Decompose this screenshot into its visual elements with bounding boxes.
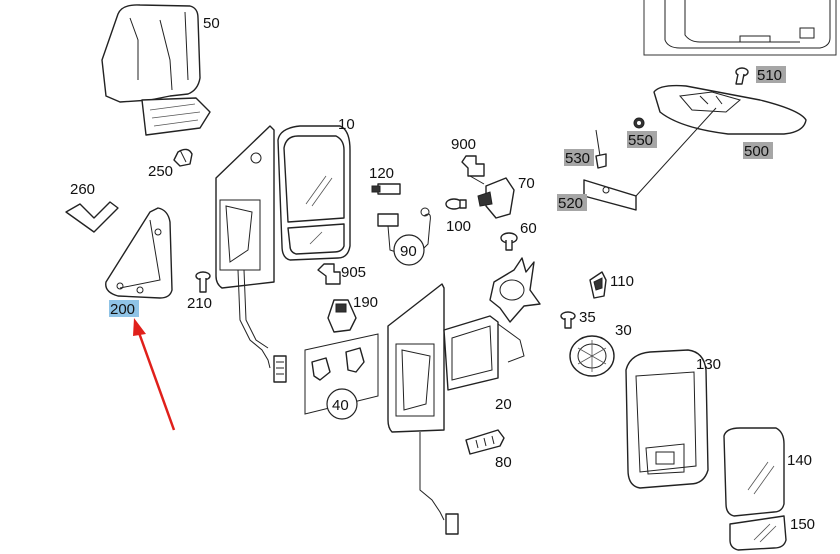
label-20[interactable]: 20 [495,396,512,413]
part-900-connector[interactable] [461,155,485,185]
part-140-mirror-glass[interactable] [723,427,785,517]
part-100-bulb[interactable] [445,198,467,210]
part-40-switch-group[interactable] [304,333,379,420]
part-50-mirror-cap[interactable] [101,4,211,136]
vehicle-thumbnail[interactable] [643,0,837,56]
part-190-actuator[interactable] [327,299,357,333]
label-70[interactable]: 70 [518,175,535,192]
label-150[interactable]: 150 [790,516,815,533]
label-60[interactable]: 60 [520,220,537,237]
part-510-screw[interactable] [735,67,749,85]
label-250[interactable]: 250 [148,163,173,180]
label-530-highlight [564,149,594,166]
label-190[interactable]: 190 [353,294,378,311]
part-250-clip[interactable] [173,148,193,167]
part-10-mirror-assembly[interactable] [215,125,351,383]
part-210-screw[interactable] [195,271,211,293]
label-90[interactable]: 90 [400,243,417,260]
label-110[interactable]: 110 [610,273,634,290]
part-20-mirror-base[interactable] [387,257,541,535]
label-520[interactable]: 520 [558,195,583,212]
arrow-pointer-icon [133,318,176,431]
label-520-highlight [557,194,587,211]
part-35-screw[interactable] [560,311,576,329]
part-110-bracket[interactable] [589,271,607,299]
part-90-cable[interactable] [377,207,431,266]
part-530-pin[interactable] [595,129,607,169]
label-30[interactable]: 30 [615,322,632,339]
part-130-glass-frame[interactable] [625,349,709,489]
part-150-wide-angle-glass[interactable] [729,515,787,551]
label-900[interactable]: 900 [451,136,476,153]
part-260-angle-bracket[interactable] [65,201,119,233]
label-500[interactable]: 500 [744,143,769,160]
label-210[interactable]: 210 [187,295,212,312]
part-905-connector[interactable] [317,263,341,285]
part-70-indicator-lamp[interactable] [477,177,515,219]
label-200[interactable]: 200 [110,301,135,318]
part-200-triangle-cover[interactable] [105,207,173,299]
label-200-highlight [109,300,139,317]
part-80-plug[interactable] [465,429,505,455]
part-550-nut[interactable] [633,117,645,129]
label-510-highlight [756,66,786,83]
label-130[interactable]: 130 [696,356,721,373]
label-40[interactable]: 40 [332,397,349,414]
label-100[interactable]: 100 [446,218,471,235]
label-905[interactable]: 905 [341,264,366,281]
part-520-bracket-plate[interactable] [583,107,717,211]
part-500-trim-light[interactable] [653,84,807,135]
label-510[interactable]: 510 [757,67,782,84]
label-50[interactable]: 50 [203,15,220,32]
label-530[interactable]: 530 [565,150,590,167]
label-80[interactable]: 80 [495,454,512,471]
label-140[interactable]: 140 [787,452,812,469]
label-260[interactable]: 260 [70,181,95,198]
part-30-adjuster-motor[interactable] [569,335,615,377]
part-60-screw[interactable] [500,232,518,251]
label-35[interactable]: 35 [579,309,596,326]
label-550[interactable]: 550 [628,132,653,149]
label-120[interactable]: 120 [369,165,394,182]
label-550-highlight [627,131,657,148]
part-120-socket[interactable] [371,183,401,195]
label-10[interactable]: 10 [338,116,355,133]
label-500-highlight [743,142,773,159]
